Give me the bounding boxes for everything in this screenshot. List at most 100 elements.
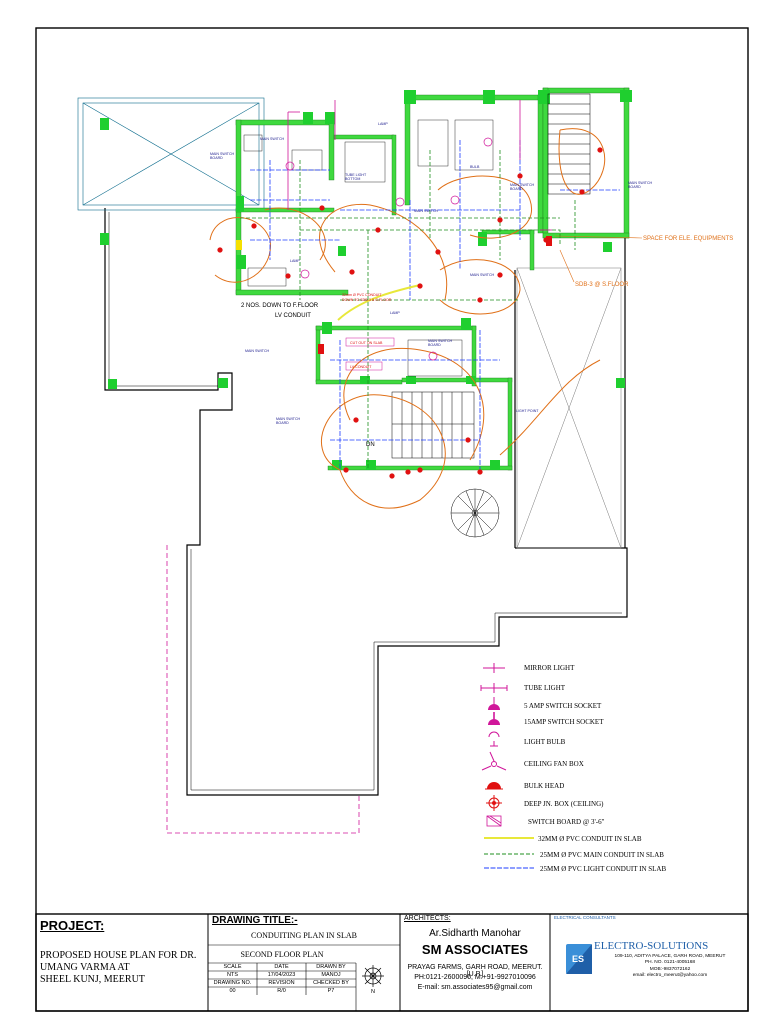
date-header: DATE [274,964,289,970]
consultant-line: email: electro_meerut@yahoo.com [632,973,708,979]
tube-light-icon [480,683,508,693]
legend-label: 25MM Ø PVC MAIN CONDUIT IN SLAB [540,851,664,859]
svg-text:BULB: BULB [470,165,480,169]
small-markers [236,236,552,354]
staircase-upper [547,93,591,195]
legend-label: BULK HEAD [524,782,564,790]
north-arrow-icon [362,965,384,987]
north-label: N [371,989,375,995]
consultant-details: 109-110, ADITYA PALACE, GARH ROAD, MEERU… [600,954,740,980]
legend-label: SWITCH BOARD @ 3'-6" [528,818,605,826]
architect-email: E-mail: sm.associates95@gmail.com [417,984,533,991]
project-name-line: UMANG VARMA AT [40,962,130,973]
scale-value: NTS [227,972,238,978]
svg-text:LIGHT POINT: LIGHT POINT [516,409,539,413]
floor-title: SECOND FLOOR PLAN [240,950,324,959]
project-heading: PROJECT: [40,918,105,933]
magenta-wiring [287,100,552,231]
switch-board-icon [486,815,502,827]
svg-text:BOTTOM: BOTTOM [345,177,360,181]
magenta-boundary [166,545,360,834]
title-block [35,913,749,1012]
cut-out-label: CUT OUT ON SLAB [350,341,383,345]
checked-by-header: CHECKED BY [313,980,349,986]
svg-text:BOARD: BOARD [510,187,523,191]
svg-text:LAMP: LAMP [290,259,300,263]
project-name-line: SHEEL KUNJ, MEERUT [40,974,145,985]
staircase-lower [391,391,475,459]
legend-label: DEEP JN. BOX (CEILING) [524,800,604,808]
legend-label: 25MM Ø PVC LIGHT CONDUIT IN SLAB [540,865,666,873]
legend-label: 32MM Ø PVC CONDUIT IN SLAB [538,835,642,843]
legend-labels: MIRROR LIGHT TUBE LIGHT 5 AMP SWITCH SOC… [524,664,666,873]
switch-annotations: MAIN SWITCH BOARD MAIN SWITCH TUBE LIGHT… [210,122,653,425]
deep-junction-icon [486,795,502,811]
svg-text:MAIN SWITCH: MAIN SWITCH [470,273,495,277]
nos-down-label: 2 NOS. DOWN TO F.FLOOR [241,303,319,309]
firm-name: SM ASSOCIATES [421,942,529,957]
legend-label: TUBE LIGHT [524,684,566,692]
svg-text:BOARD: BOARD [210,156,223,160]
consultants-heading: ELECTRICAL CONSULTANTS [554,915,616,920]
architect-address: PRAYAG FARMS, GARH ROAD, MEERUT.[U.P.] [407,964,543,978]
legend-label: LIGHT BULB [524,738,566,746]
legend-label: 5 AMP SWITCH SOCKET [524,702,602,710]
consultant-line: 109-110, ADITYA PALACE, GARH ROAD, MEERU… [614,954,726,959]
drawing-no-value: 00 [229,988,236,994]
drawn-by-value: MANOJ [321,972,341,978]
drawing-title-heading: DRAWING TITLE:- [212,915,298,926]
lv-conduit-label: LV CONDUIT [275,313,311,319]
consultant-name: ELECTRO-SOLUTIONS [594,940,709,952]
consultant-line: PH. NO. 0121-4005168 [644,960,696,966]
conduit-32mm [337,284,421,321]
revision-header: REVISION [268,980,295,986]
socket-5amp-icon [488,697,500,710]
bulk-head-icon [485,782,503,790]
architect-name: Ar.Sidharth Manohar [429,928,521,939]
svg-text:BOARD: BOARD [276,421,289,425]
ceiling-fan-icon [481,751,507,771]
svg-text:MAIN SWITCH: MAIN SWITCH [414,209,439,213]
project-name: PROPOSED HOUSE PLAN FOR DR. UMANG VARMA … [40,950,196,986]
fixture-points [217,147,603,479]
consultant-line: MOB:-9837072162 [649,966,691,972]
light-bulb-icon [488,731,500,747]
legend-symbols [480,663,534,869]
drawing-no-header: DRAWING NO. [213,980,252,986]
svg-text:MAIN SWITCH: MAIN SWITCH [428,339,453,343]
pvc-conduit-label-1: 32mm Ø PVC CONDUIT [342,293,382,297]
open-shaft [77,97,265,211]
legend-label: 15AMP SWITCH SOCKET [524,718,604,726]
svg-text:LAMP: LAMP [390,311,400,315]
electro-solutions-logo: ES [566,944,592,974]
svg-text:ES: ES [572,954,584,964]
revision-value: R/0 [277,988,286,994]
svg-text:MAIN SWITCH: MAIN SWITCH [260,137,285,141]
svg-text:MAIN SWITCH: MAIN SWITCH [510,183,535,187]
scale-header: SCALE [223,964,242,970]
dn-label: DN [366,442,375,448]
svg-text:MAIN SWITCH: MAIN SWITCH [245,349,270,353]
checked-by-value: P7 [327,988,335,994]
space-for-equipments-label: SPACE FOR ELE. EQUIPMENTS [643,236,733,242]
date-value: 17/04/2023 [267,972,296,978]
walls [235,87,630,471]
light-conduits [250,140,620,470]
drawing-title: CONDUITING PLAN IN SLAB [251,931,357,940]
svg-text:MAIN SWITCH: MAIN SWITCH [210,152,235,156]
fan-boxes [285,137,493,361]
columns [100,90,632,470]
main-conduits [240,150,576,470]
svg-text:BOARD: BOARD [628,185,641,189]
sdb-label: SDB-3 @ S.FLOOR [575,282,629,288]
drawn-by-header: DRAWN BY [316,964,346,970]
svg-text:LAMP: LAMP [378,122,388,126]
pvc-conduit-label-2: DOWN TO SDB-3 & G.FLOOR [342,298,392,302]
furniture [243,119,494,377]
architect-phone: PH:0121-2600096, M:+91-9927010096 [414,974,536,981]
spiral-stair [450,488,500,538]
socket-15amp-icon [488,712,500,725]
project-name-line: PROPOSED HOUSE PLAN FOR DR. [40,950,197,961]
